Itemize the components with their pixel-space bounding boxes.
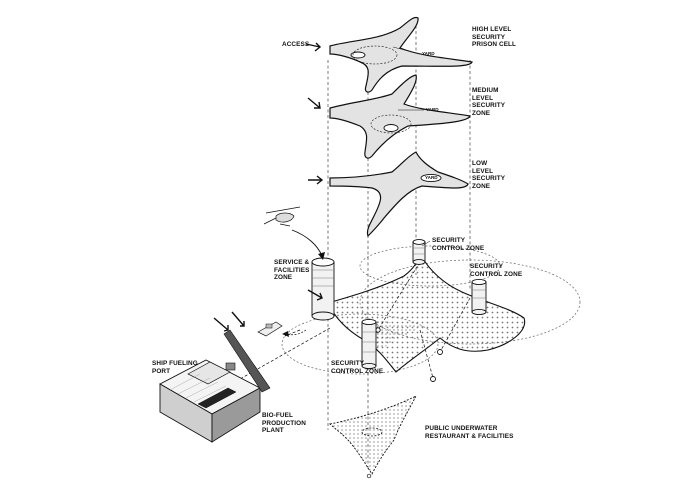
biofuel-line-2: PRODUCTION — [262, 419, 306, 427]
arrow-right-icon — [213, 42, 324, 332]
boat-icon — [257, 321, 283, 337]
low-level-label: LOW LEVEL SECURITY ZONE — [472, 160, 505, 190]
security-control-label-2: SECURITY CONTROL ZONE — [470, 263, 522, 278]
ship-fueling-line-1: SHIP FUELING — [152, 360, 198, 367]
security-control-label-1: SECURITY CONTROL ZONE — [432, 237, 484, 252]
helicopter-arrow — [291, 229, 323, 257]
port-complex — [159, 329, 271, 443]
low-level-line-2: LEVEL — [472, 167, 494, 175]
restaurant-line-2: RESTAURANT & FACILITIES — [425, 432, 514, 440]
high-level-line-2: SECURITY — [472, 33, 506, 41]
security-control-2-line-2: CONTROL ZONE — [470, 270, 523, 278]
low-level-line-3: SECURITY — [472, 175, 506, 183]
security-control-3-line-1: SECURITY — [331, 360, 365, 367]
medium-level-line-2: LEVEL — [472, 94, 494, 102]
security-control-label-3: SECURITY CONTROL ZONE — [331, 360, 383, 375]
high-level-line-3: PRISON CELL — [472, 41, 517, 49]
yard-label-1: YARD — [422, 51, 435, 56]
helicopter-icon — [263, 206, 301, 227]
ship-fueling-label: SHIP FUELING PORT — [152, 360, 198, 375]
restaurant-line-1: PUBLIC UNDERWATER — [425, 425, 498, 432]
restaurant-label: PUBLIC UNDERWATER RESTAURANT & FACILITIE… — [425, 425, 513, 440]
yard-label-2: YARD — [426, 107, 439, 112]
low-level-line-4: ZONE — [472, 182, 491, 190]
biofuel-line-1: BIO-FUEL — [262, 412, 293, 419]
low-level-line-1: LOW — [472, 160, 488, 167]
medium-level-line-3: SECURITY — [472, 102, 506, 110]
high-level-line-1: HIGH LEVEL — [472, 26, 512, 33]
medium-level-slab — [329, 74, 471, 159]
security-control-3-line-2: CONTROL ZONE — [331, 367, 384, 375]
platform-level — [209, 245, 581, 397]
arrowhead — [318, 252, 325, 260]
low-level-slab — [329, 151, 469, 238]
biofuel-label: BIO-FUEL PRODUCTION PLANT — [262, 412, 306, 435]
ship-fueling-line-2: PORT — [152, 367, 171, 375]
medium-level-line-1: MEDIUM — [472, 87, 499, 94]
security-tower-top — [412, 239, 426, 265]
security-control-1-line-2: CONTROL ZONE — [432, 244, 485, 252]
medium-level-line-4: ZONE — [472, 109, 491, 117]
high-level-label: HIGH LEVEL SECURITY PRISON CELL — [472, 26, 516, 49]
restaurant-level — [329, 394, 418, 479]
access-label-text: ACCESS — [282, 41, 310, 48]
arrowhead — [282, 331, 289, 337]
service-line-3: ZONE — [274, 274, 293, 282]
security-tower-center — [361, 318, 377, 370]
access-label: ACCESS — [282, 41, 309, 49]
security-tower-right — [471, 278, 487, 316]
yard-label-3: YARD — [425, 175, 438, 180]
service-facilities-label: SERVICE & FACILITIES ZONE — [274, 259, 309, 282]
security-control-1-line-1: SECURITY — [432, 237, 466, 244]
biofuel-line-3: PLANT — [262, 427, 284, 435]
service-line-1: SERVICE & — [274, 259, 310, 266]
service-line-2: FACILITIES — [274, 266, 310, 274]
service-tower — [311, 257, 335, 321]
high-level-slab — [329, 16, 473, 93]
security-control-2-line-1: SECURITY — [470, 263, 504, 270]
medium-level-label: MEDIUM LEVEL SECURITY ZONE — [472, 87, 505, 117]
